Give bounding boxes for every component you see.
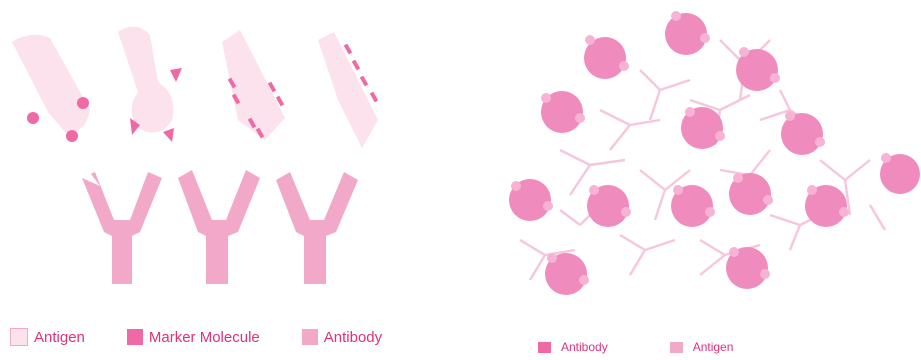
legend-label: Marker Molecule bbox=[149, 329, 260, 346]
legend-item-antibody: Antibody bbox=[538, 340, 608, 354]
legend-swatch bbox=[538, 342, 551, 353]
legend-item-antigen: Antigen bbox=[670, 340, 734, 354]
legend-right: Antibody Antigen bbox=[538, 340, 733, 354]
antigen-bar-markers bbox=[222, 30, 285, 140]
legend-swatch bbox=[127, 329, 143, 345]
antibody-y-3 bbox=[276, 172, 358, 284]
legend-swatch bbox=[670, 342, 683, 353]
antigen-blob bbox=[805, 185, 849, 227]
antigen-blob bbox=[781, 111, 825, 155]
antibody-network bbox=[520, 40, 885, 280]
antibody-y-2 bbox=[178, 170, 260, 284]
antigen-blob bbox=[509, 179, 553, 221]
legend-label: Antigen bbox=[34, 329, 85, 346]
antibody-y-1 bbox=[82, 170, 162, 284]
antigen-blob bbox=[671, 185, 715, 227]
antigen-blob bbox=[584, 35, 629, 79]
legend-label: Antigen bbox=[693, 340, 734, 354]
antibody-shapes bbox=[82, 170, 358, 284]
antigen-blob bbox=[729, 173, 773, 215]
legend-item-antigen: Antigen bbox=[10, 328, 85, 346]
antigen-blob bbox=[541, 91, 585, 133]
antigen-dash-markers bbox=[318, 32, 378, 148]
antigen-blob bbox=[545, 253, 589, 295]
antigen-round-markers bbox=[12, 35, 90, 142]
legend-swatch bbox=[10, 328, 28, 346]
legend-label: Antibody bbox=[324, 329, 382, 346]
legend-item-antibody: Antibody bbox=[302, 329, 382, 346]
legend-swatch bbox=[302, 329, 318, 345]
antigen-triangle-markers bbox=[118, 27, 182, 142]
antigen-shapes bbox=[12, 27, 378, 148]
legend-item-marker-molecule: Marker Molecule bbox=[127, 329, 260, 346]
antigen-blob bbox=[665, 11, 710, 55]
marker-dot bbox=[66, 130, 78, 142]
marker-dot bbox=[77, 97, 89, 109]
antigen-blob bbox=[880, 153, 920, 194]
antigen-blob bbox=[736, 47, 780, 91]
legend-left: Antigen Marker Molecule Antibody bbox=[10, 328, 382, 346]
antigen-blob bbox=[726, 247, 770, 289]
antigen-blob bbox=[587, 185, 631, 227]
legend-label: Antibody bbox=[561, 340, 608, 354]
marker-dot bbox=[27, 112, 39, 124]
antigen-blobs bbox=[509, 11, 920, 295]
